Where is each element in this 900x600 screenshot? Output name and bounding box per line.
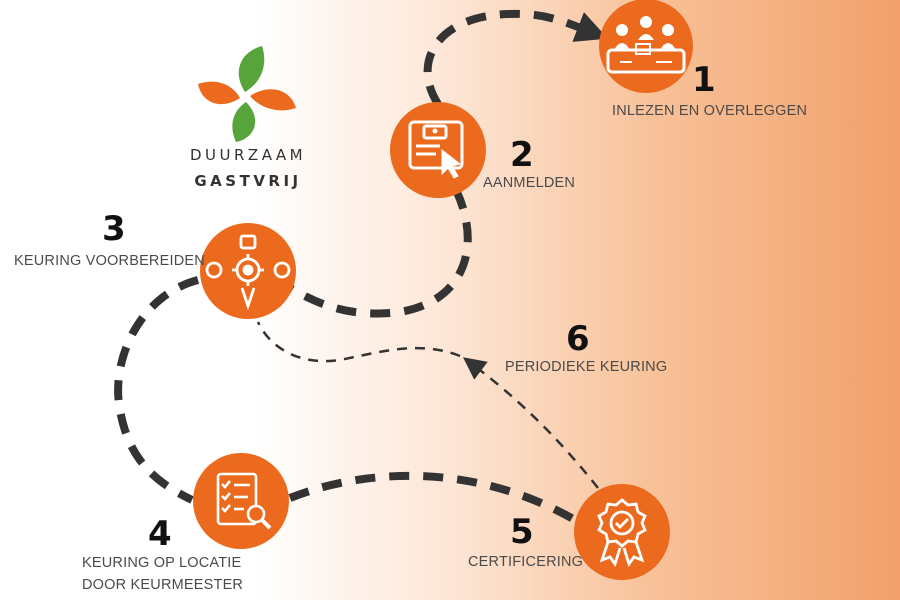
- ideas-gear-icon: [205, 234, 291, 311]
- step-2-number: 2: [510, 135, 534, 175]
- step-1-number: 1: [692, 60, 716, 100]
- step-5-label: CERTIFICERING: [468, 554, 584, 570]
- meeting-icon: [606, 16, 686, 74]
- step-6-label: PERIODIEKE KEURING: [505, 359, 668, 375]
- logo-text-gastvrij: GASTVRIJ: [194, 172, 302, 190]
- path-2-to-3: [288, 188, 472, 318]
- step-6-number: 6: [566, 319, 590, 359]
- step-4-label-line2: DOOR KEURMEESTER: [82, 577, 244, 593]
- step-2-circle: [390, 102, 486, 198]
- path-2-to-1: [423, 9, 608, 107]
- step-5-circle: [574, 484, 670, 580]
- logo-text-duurzaam: DUURZAAM: [190, 146, 307, 164]
- register-screen-icon: [408, 120, 464, 179]
- path-5-to-6: [463, 357, 599, 489]
- step-5-number: 5: [510, 512, 534, 552]
- step-4-circle: [193, 453, 289, 549]
- step-3-circle: [200, 223, 296, 319]
- checklist-inspection-icon: [216, 472, 272, 530]
- step-4-number: 4: [148, 514, 172, 554]
- certificate-badge-icon: [597, 498, 647, 568]
- step-3-label: KEURING VOORBEREIDEN: [14, 253, 205, 269]
- path-4-to-5: [288, 471, 577, 524]
- step-1-label: INLEZEN EN OVERLEGGEN: [612, 103, 808, 119]
- step-1-circle: [599, 0, 693, 93]
- step-3-number: 3: [102, 209, 126, 249]
- step-4-label-line1: KEURING OP LOCATIE: [82, 555, 242, 571]
- path-3-to-4: [114, 276, 200, 504]
- step-2-label: AANMELDEN: [483, 175, 576, 191]
